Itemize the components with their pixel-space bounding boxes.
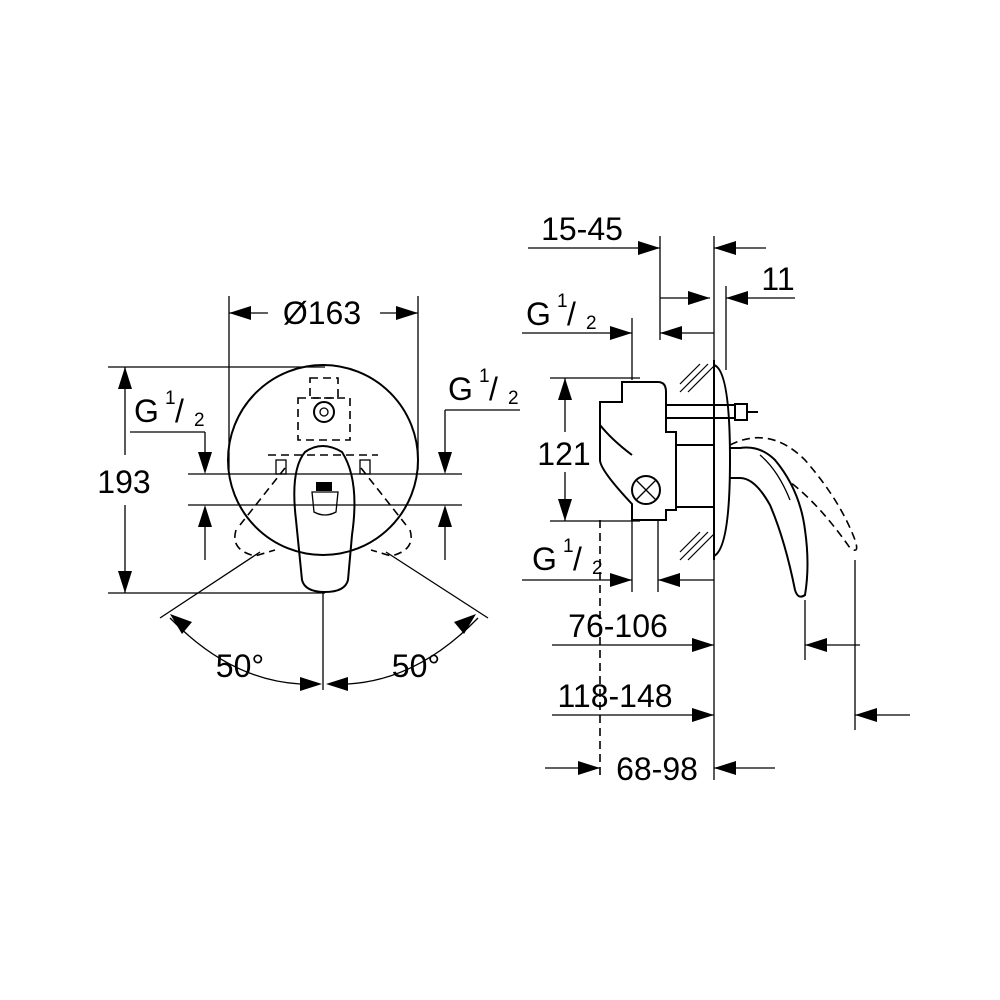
lever-side bbox=[730, 446, 809, 598]
arrow bbox=[855, 708, 877, 722]
svg-text:G: G bbox=[532, 541, 557, 577]
arrow bbox=[805, 638, 827, 652]
svg-text:G: G bbox=[448, 371, 473, 407]
arrow bbox=[726, 291, 748, 305]
lever-indicator bbox=[311, 491, 339, 516]
svg-text:1: 1 bbox=[557, 291, 568, 312]
arrow bbox=[558, 499, 572, 521]
arrow bbox=[692, 708, 714, 722]
arrow bbox=[198, 452, 212, 474]
angle-left-label: 50° bbox=[216, 648, 264, 684]
svg-text:2: 2 bbox=[508, 388, 519, 409]
bottom-port-label: G 1 / 2 bbox=[532, 536, 603, 579]
arrow bbox=[692, 638, 714, 652]
arrow bbox=[610, 573, 632, 587]
arrow bbox=[300, 677, 322, 691]
valve-body bbox=[599, 381, 677, 521]
svg-text:G: G bbox=[134, 393, 159, 429]
arrow bbox=[714, 761, 736, 775]
hidden-valve-top bbox=[309, 377, 339, 399]
svg-text:2: 2 bbox=[194, 410, 205, 431]
svg-text:2: 2 bbox=[586, 313, 597, 334]
valve-outlet-inner bbox=[319, 407, 329, 417]
bottom-outlet bbox=[631, 475, 661, 505]
escutcheon-side bbox=[713, 364, 732, 557]
angle-line-left bbox=[159, 551, 261, 619]
hidden-lobe-left bbox=[234, 529, 276, 557]
svg-text:1: 1 bbox=[479, 366, 490, 387]
cartridge-cap bbox=[734, 403, 748, 421]
front-view: Ø163 193 bbox=[97, 295, 520, 691]
escutcheon-plate bbox=[227, 364, 419, 556]
angle-line-right bbox=[385, 551, 489, 619]
arrow bbox=[229, 306, 251, 320]
diameter-label: Ø163 bbox=[283, 295, 361, 331]
lever-raised-outline bbox=[729, 437, 858, 551]
arrow bbox=[658, 573, 680, 587]
svg-text:G: G bbox=[526, 296, 551, 332]
height-label: 193 bbox=[97, 464, 150, 500]
lever-dot bbox=[316, 482, 332, 491]
valve-outlet-circle bbox=[313, 401, 335, 423]
spacing-label: 121 bbox=[537, 436, 590, 472]
depth-label: 15-45 bbox=[541, 211, 623, 247]
svg-text:1: 1 bbox=[563, 536, 574, 557]
cartridge-housing bbox=[675, 444, 715, 508]
arrow bbox=[714, 241, 736, 255]
svg-text:1: 1 bbox=[165, 388, 176, 409]
svg-text:/: / bbox=[175, 393, 184, 429]
wall-hatching bbox=[679, 363, 715, 561]
lever-handle bbox=[293, 445, 356, 594]
arrow bbox=[578, 761, 600, 775]
arrow bbox=[688, 291, 710, 305]
top-port-label: G 1 / 2 bbox=[526, 291, 597, 334]
hidden-lobe-right bbox=[370, 529, 412, 557]
dim-c-label: 68-98 bbox=[616, 751, 698, 787]
arrow bbox=[396, 306, 418, 320]
valve-body-detail bbox=[599, 402, 633, 456]
arrow bbox=[170, 614, 192, 634]
arrow bbox=[454, 614, 476, 634]
arrow bbox=[610, 326, 632, 340]
dim-b-label: 118-148 bbox=[557, 678, 672, 714]
outlet-cross bbox=[635, 479, 657, 501]
plate-label: 11 bbox=[761, 261, 794, 297]
lever-side-detail bbox=[759, 454, 791, 501]
side-view: 15-45 11 G 1 / 2 121 bbox=[522, 211, 910, 787]
arrow bbox=[118, 571, 132, 593]
dim-a-label: 76-106 bbox=[568, 608, 668, 644]
svg-text:/: / bbox=[567, 296, 576, 332]
arrow bbox=[438, 452, 452, 474]
svg-text:/: / bbox=[489, 371, 498, 407]
arrow bbox=[326, 677, 348, 691]
arrow bbox=[198, 505, 212, 527]
right-port-label: G 1 / 2 bbox=[448, 366, 519, 409]
angle-right-label: 50° bbox=[392, 648, 440, 684]
arrow bbox=[438, 505, 452, 527]
hidden-valve-body bbox=[297, 397, 351, 441]
svg-text:/: / bbox=[573, 541, 582, 577]
left-port-label: G 1 / 2 bbox=[134, 388, 205, 431]
arrow bbox=[660, 326, 682, 340]
arrow bbox=[558, 378, 572, 400]
arrow bbox=[638, 241, 660, 255]
svg-text:2: 2 bbox=[592, 558, 603, 579]
arrow bbox=[118, 367, 132, 389]
